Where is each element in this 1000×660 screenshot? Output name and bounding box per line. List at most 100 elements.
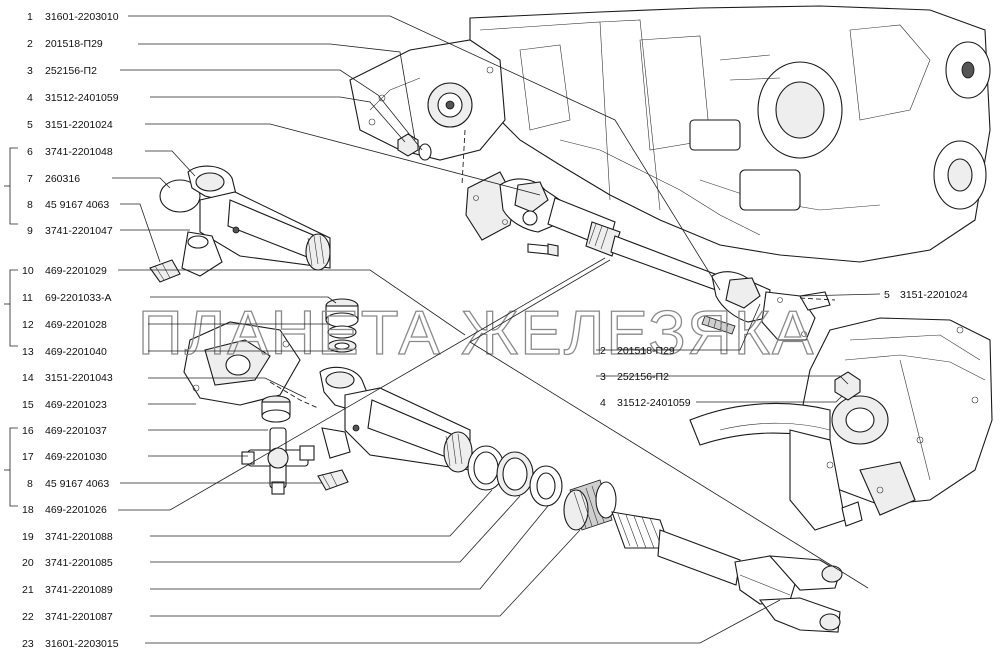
label-num: 20: [22, 557, 34, 569]
leader-line: [118, 257, 606, 511]
label-code: 45 9167 4063: [45, 199, 109, 211]
label-row: 21 3741-2201089: [22, 584, 113, 596]
leader-lines: [112, 15, 881, 644]
yoke-assembly-upper: [149, 165, 331, 283]
label-num: 14: [22, 372, 34, 384]
engine-gearbox-illustration: [349, 5, 991, 263]
label-code: 3741-2201048: [45, 146, 113, 158]
label-row: 17 469-2201030: [22, 451, 107, 463]
label-code: 3151-2201043: [45, 372, 113, 384]
label-row: 14 3151-2201043: [22, 372, 113, 384]
leader-line: [128, 15, 721, 291]
label-code: 3151-2201024: [45, 119, 113, 131]
label-num: 7: [27, 173, 33, 185]
label-num: 23: [22, 638, 34, 650]
lower-propeller-shaft: [467, 445, 843, 633]
label-code: 469-2201026: [45, 504, 107, 516]
label-code: 260316: [45, 173, 80, 185]
upper-propeller-shaft: [465, 171, 836, 341]
label-code: 3741-2201089: [45, 584, 113, 596]
label-num: 13: [22, 346, 34, 358]
watermark: ПЛАНЕТА ЖЕЛЕЗЯКА: [138, 299, 815, 368]
label-row: 2 201518-П29: [600, 345, 675, 357]
leader-line: [150, 489, 493, 537]
label-code: 469-2201040: [45, 346, 107, 358]
label-code: 252156-П2: [617, 371, 669, 383]
label-num: 11: [22, 292, 33, 304]
label-code: 31512-2401059: [45, 92, 119, 104]
leader-line: [120, 203, 161, 263]
leader-line: [150, 296, 337, 304]
leader-line: [150, 505, 549, 590]
label-row: 3 252156-П2: [600, 371, 669, 383]
label-num: 8: [27, 478, 33, 490]
label-num: 5: [27, 119, 33, 131]
leader-line: [596, 375, 849, 385]
label-row: 11 69-2201033-А: [22, 292, 112, 304]
label-num: 3: [27, 65, 33, 77]
label-row: 9 3741-2201047: [27, 225, 113, 237]
leader-line: [596, 303, 761, 351]
label-num: 4: [600, 397, 606, 409]
label-code: 201518-П29: [45, 38, 103, 50]
leader-line: [150, 96, 406, 143]
label-num: 12: [22, 319, 34, 331]
label-num: 17: [22, 451, 34, 463]
leader-line: [118, 269, 466, 336]
leader-line: [120, 69, 423, 151]
label-row: 5 3151-2201024: [884, 289, 968, 301]
label-code: 469-2201028: [45, 319, 107, 331]
label-code: 469-2201037: [45, 425, 107, 437]
label-num: 15: [22, 399, 34, 411]
label-code: 3741-2201047: [45, 225, 113, 237]
label-num: 9: [27, 225, 33, 237]
label-code: 469-2201029: [45, 265, 107, 277]
label-row: 8 45 9167 4063: [27, 478, 109, 490]
transfer-case-illustration: [689, 317, 993, 531]
leader-line: [145, 150, 196, 177]
leader-line: [145, 599, 781, 644]
leader-line: [150, 529, 581, 617]
label-code: 469-2201030: [45, 451, 107, 463]
label-row: 10 469-2201029: [22, 265, 107, 277]
label-row: 12 469-2201028: [22, 319, 107, 331]
label-code: 45 9167 4063: [45, 478, 109, 490]
label-num: 2: [600, 345, 606, 357]
label-num: 3: [600, 371, 606, 383]
grouping-brackets: [4, 147, 18, 507]
leader-line: [799, 293, 881, 297]
label-code: 69-2201033-А: [45, 292, 112, 304]
label-num: 2: [27, 38, 33, 50]
label-row: 1 31601-2203010: [27, 11, 119, 23]
leader-line: [148, 377, 307, 399]
label-code: 3741-2201088: [45, 531, 113, 543]
label-num: 1: [27, 11, 33, 23]
leader-line: [138, 43, 416, 141]
label-code: 3151-2201024: [900, 289, 968, 301]
label-row: 2 201518-П29: [27, 38, 103, 50]
label-code: 31601-2203010: [45, 11, 119, 23]
label-code: 201518-П29: [617, 345, 675, 357]
label-num: 5: [884, 289, 890, 301]
label-code: 3741-2201087: [45, 611, 113, 623]
label-row: 16 469-2201037: [22, 425, 107, 437]
leader-line: [145, 123, 541, 196]
label-num: 16: [22, 425, 34, 437]
label-code: 252156-П2: [45, 65, 97, 77]
label-code: 31512-2401059: [617, 397, 691, 409]
label-row: 7 260316: [27, 173, 80, 185]
label-num: 18: [22, 504, 34, 516]
label-num: 21: [22, 584, 34, 596]
label-row: 5 3151-2201024: [27, 119, 113, 131]
label-num: 10: [22, 265, 34, 277]
